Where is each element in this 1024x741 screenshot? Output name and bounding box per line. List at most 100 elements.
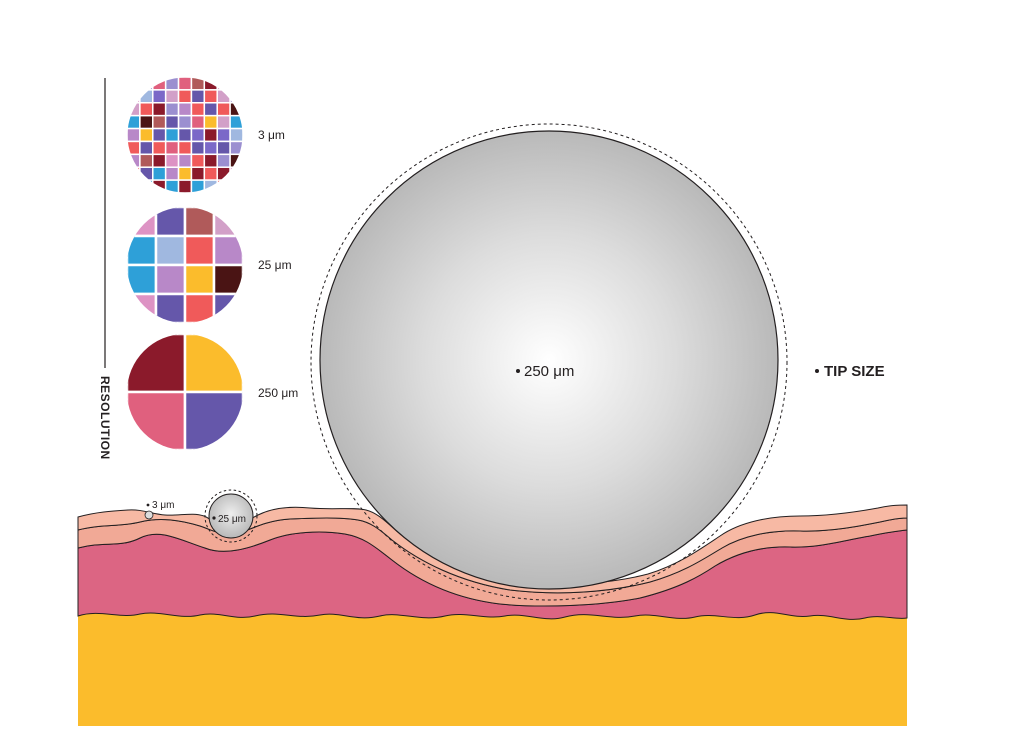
- pixel-cell: [139, 102, 154, 117]
- fat-layer: [78, 612, 907, 726]
- pixel-cell: [203, 89, 218, 104]
- pixel-cell: [152, 140, 167, 156]
- resolution-disc-250um: 250 μm: [127, 334, 298, 450]
- pixel-cell: [177, 77, 193, 91]
- tip-size-heading: TIP SIZE: [815, 363, 885, 380]
- tip-3-label: 3 μm: [152, 500, 174, 511]
- pixel-cell: [190, 102, 206, 117]
- pixel-cell: [139, 140, 154, 156]
- pixel-cell: [127, 390, 187, 450]
- resolution-disc-25um: 25 μm: [127, 207, 292, 323]
- pixel-cell: [190, 153, 206, 168]
- tip-3-dot: [146, 503, 150, 507]
- pixel-cell: [152, 166, 167, 181]
- pixel-cell: [183, 207, 216, 238]
- tip-3-ball: [144, 510, 154, 520]
- tip-25: 25 μm: [204, 489, 258, 543]
- pixel-cell: [152, 102, 167, 117]
- pixel-cell: [183, 234, 216, 267]
- pixel-cell: [216, 127, 231, 143]
- pixel-cell: [164, 114, 180, 130]
- disc-3um-border: [126, 76, 244, 194]
- tip-size-label: TIP SIZE: [824, 363, 885, 380]
- pixel-cell: [212, 207, 243, 238]
- pixel-cell: [154, 234, 187, 267]
- pixel-cell: [152, 127, 167, 143]
- pixel-cell: [190, 89, 206, 104]
- pixel-cell: [183, 263, 216, 296]
- pixel-cell: [164, 89, 180, 104]
- pixel-cell: [177, 114, 193, 130]
- pixel-cell: [164, 102, 180, 117]
- tip-250-ball: [319, 130, 779, 590]
- pixel-cell: [164, 166, 180, 181]
- tip-25-dot: [212, 516, 216, 520]
- tip-25-ball: [208, 493, 254, 539]
- pixel-cell: [190, 127, 206, 143]
- pixel-cell: [127, 292, 158, 323]
- pixel-cell: [190, 140, 206, 156]
- pixel-cell: [216, 140, 231, 156]
- pixel-cell: [127, 234, 158, 267]
- pixel-cell: [229, 127, 243, 143]
- pixel-cell: [154, 263, 187, 296]
- pixel-cell: [164, 127, 180, 143]
- pixel-cell: [177, 179, 193, 193]
- pixel-cell: [177, 166, 193, 181]
- pixel-cell: [152, 114, 167, 130]
- pixel-cell: [139, 153, 154, 168]
- pixel-cell: [216, 102, 231, 117]
- tip-size-dot: [815, 369, 819, 373]
- pixel-cell: [164, 140, 180, 156]
- resolution-axis: RESOLUTION: [98, 78, 112, 460]
- pixel-cell: [203, 102, 218, 117]
- tip-250-outline: [310, 123, 788, 601]
- tip-250-dot: [516, 369, 520, 373]
- pixel-cell: [127, 77, 141, 91]
- pixel-cell: [190, 114, 206, 130]
- tip-25-outline: [204, 489, 258, 543]
- pixel-cell: [212, 292, 243, 323]
- pixel-cell: [127, 207, 158, 238]
- pixel-cell: [127, 334, 187, 394]
- pixel-cell: [203, 114, 218, 130]
- pixel-cell: [212, 234, 243, 267]
- pixel-cell: [212, 263, 243, 296]
- disc-3um-label: 3 μm: [258, 128, 285, 142]
- tissue-layers: [77, 504, 908, 726]
- pixel-cell: [183, 390, 243, 450]
- pixel-cell: [177, 102, 193, 117]
- pixel-cell: [203, 127, 218, 143]
- pixel-cell: [177, 140, 193, 156]
- pixel-cell: [183, 334, 243, 394]
- pixel-cell: [154, 207, 187, 238]
- pixel-cell: [177, 89, 193, 104]
- tip-250-label: 250 μm: [524, 363, 574, 380]
- pixel-cell: [164, 153, 180, 168]
- pixel-cell: [229, 179, 243, 193]
- disc-25um-label: 25 μm: [258, 258, 292, 272]
- pixel-cell: [154, 292, 187, 323]
- tip-25-label: 25 μm: [218, 514, 246, 525]
- pixel-cell: [127, 179, 141, 193]
- pixel-cell: [190, 166, 206, 181]
- pixel-cell: [127, 127, 141, 143]
- pixel-cell: [177, 153, 193, 168]
- pixel-cell: [183, 292, 216, 323]
- resolution-label: RESOLUTION: [98, 376, 112, 460]
- pixel-cell: [152, 89, 167, 104]
- pixel-cell: [127, 263, 158, 296]
- pixel-cell: [152, 153, 167, 168]
- pixel-cell: [203, 140, 218, 156]
- pixel-cell: [177, 127, 193, 143]
- pixel-cell: [229, 77, 243, 91]
- pixel-cell: [203, 166, 218, 181]
- disc-250um-label: 250 μm: [258, 386, 298, 400]
- pixel-cell: [203, 153, 218, 168]
- tip-250: 250 μm: [310, 123, 788, 601]
- pixel-cell: [216, 114, 231, 130]
- tip-3: 3 μm: [144, 500, 174, 520]
- resolution-disc-3um: 3 μm: [126, 76, 285, 194]
- pixel-cell: [139, 114, 154, 130]
